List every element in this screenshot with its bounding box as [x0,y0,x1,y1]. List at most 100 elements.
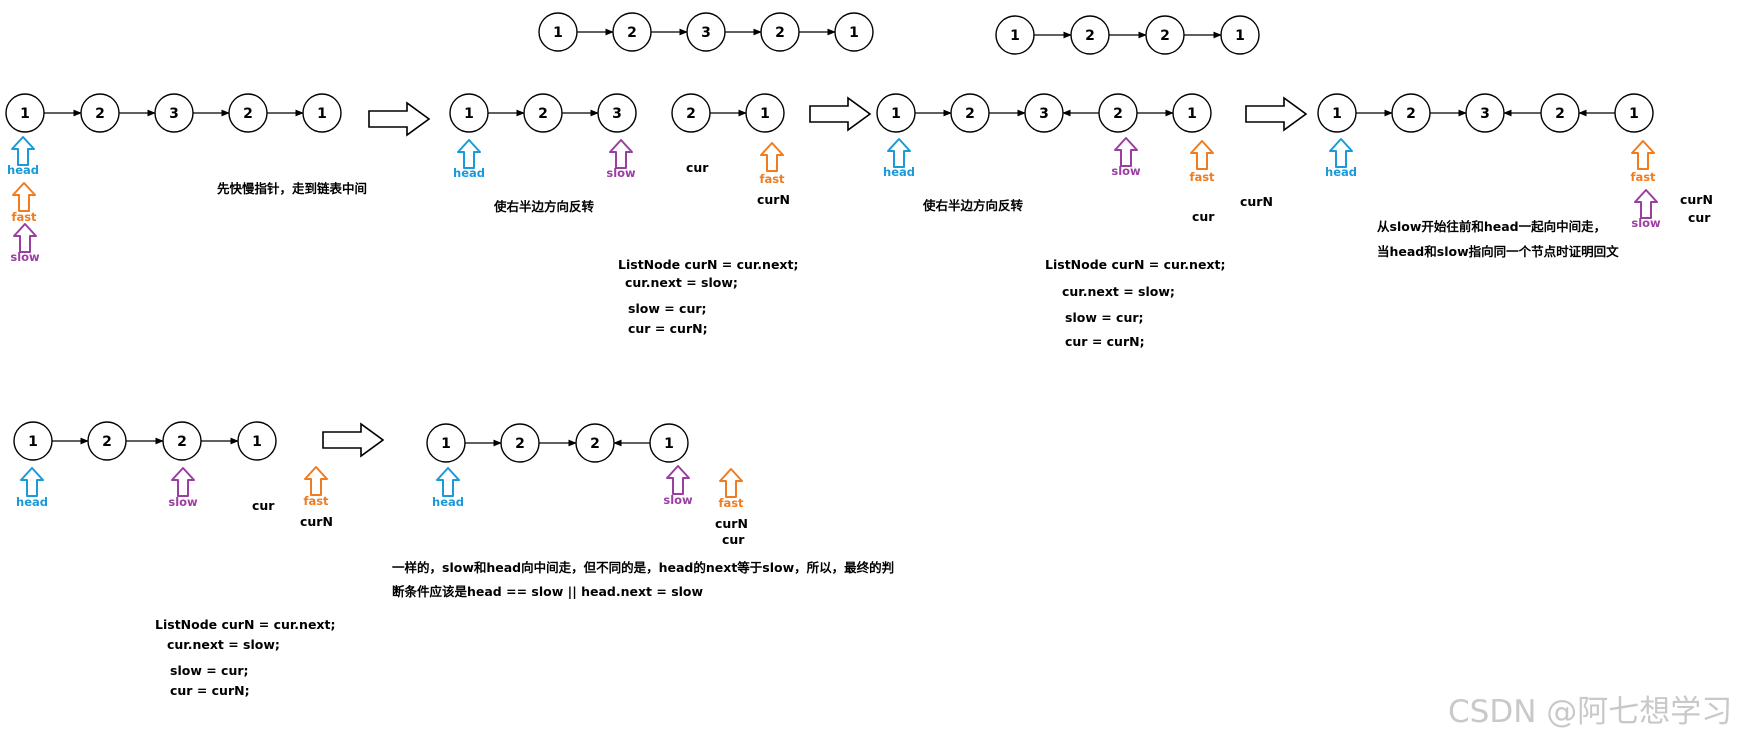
list-node: 1 [1614,93,1654,133]
pointer-up-arrow [457,139,481,169]
pointer-up-arrow [20,467,44,497]
list-node: 1 [302,93,342,133]
node-value: 1 [891,106,901,122]
list-node: 1 [426,423,466,463]
list-node: 3 [154,93,194,133]
list-node: 3 [1465,93,1505,133]
slow-label: slow [663,493,693,507]
node-value: 3 [1480,106,1490,122]
list-node: 1 [1317,93,1357,133]
list-node: 2 [523,93,563,133]
list-node: 2 [1391,93,1431,133]
node-value: 3 [1039,106,1049,122]
node-value: 2 [965,106,975,122]
code-line: cur = curN; [1065,334,1145,349]
pointer-up-arrow [887,138,911,168]
fast-label: fast [303,494,329,508]
node-value: 2 [590,436,600,452]
node-value: 1 [1235,28,1245,44]
fast-label: fast [1189,170,1215,184]
list-node: 1 [649,423,689,463]
code-line: slow = cur; [170,663,249,678]
pointer-up-arrow [171,467,195,497]
node-value: 2 [515,436,525,452]
fast-label: fast [1630,170,1656,184]
list-node: 2 [612,12,652,52]
transition-arrow [322,422,385,458]
linked-list: 1 2 2 1 [426,423,689,463]
list-node: 2 [1540,93,1580,133]
node-value: 1 [664,436,674,452]
list-node: 2 [162,421,202,461]
node-value: 2 [1085,28,1095,44]
node-value: 2 [1555,106,1565,122]
node-value: 1 [1332,106,1342,122]
list-node: 2 [760,12,800,52]
code-line: cur.next = slow; [625,275,738,290]
code-line: ListNode curN = cur.next; [155,617,336,632]
step3-caption: 使右半边方向反转 [923,198,1024,213]
code-line: ListNode curN = cur.next; [1045,257,1226,272]
node-value: 1 [464,106,474,122]
even-caption-line2: 断条件应该是head == slow || head.next = slow [392,584,704,599]
list-node: 2 [950,93,990,133]
list-node: 1 [995,15,1035,55]
code-line: cur.next = slow; [1062,284,1175,299]
cur-label: cur [252,498,275,513]
pointer-up-arrow [1329,138,1353,168]
list-node: 2 [500,423,540,463]
pointer-up-arrow [436,467,460,497]
curN-label: curN [1680,192,1713,207]
cur-label: cur [1192,209,1215,224]
pointer-up-arrow [12,182,36,212]
list-node: 1 [745,93,785,133]
pointer-up-arrow [719,468,743,498]
pointer-up-arrow [1634,189,1658,219]
node-value: 1 [1629,106,1639,122]
slow-label: slow [1111,164,1141,178]
head-label: head [16,495,48,509]
curN-label: curN [300,514,333,529]
linked-list: 1 2 3 2 1 [1317,93,1654,133]
node-value: 3 [701,25,711,41]
head-label: head [7,163,39,177]
list-node: 1 [237,421,277,461]
cur-label: cur [722,532,745,547]
node-value: 1 [553,25,563,41]
slow-label: slow [606,166,636,180]
cur-label: cur [686,160,709,175]
code-line: ListNode curN = cur.next; [618,257,799,272]
head-label: head [1325,165,1357,179]
cur-label: cur [1688,210,1711,225]
head-label: head [453,166,485,180]
list-node: 3 [686,12,726,52]
pointer-up-arrow [666,465,690,495]
curN-label: curN [1240,194,1273,209]
node-value: 2 [1113,106,1123,122]
even-caption-line1: 一样的，slow和head向中间走，但不同的是，head的next等于slow，… [392,560,895,575]
head-label: head [883,165,915,179]
list-node: 1 [876,93,916,133]
node-value: 2 [243,106,253,122]
node-value: 3 [612,106,622,122]
pointer-up-arrow [760,142,784,172]
list-node: 1 [449,93,489,133]
list-node: 3 [1024,93,1064,133]
linked-list: 1 2 3 2 1 [876,93,1212,133]
node-value: 3 [169,106,179,122]
node-value: 1 [252,434,262,450]
node-value: 2 [102,434,112,450]
list-node: 2 [1070,15,1110,55]
list-node: 1 [1172,93,1212,133]
list-node: 2 [575,423,615,463]
code-line: cur.next = slow; [167,637,280,652]
node-value: 2 [775,25,785,41]
step4-caption-line1: 从slow开始往前和head一起向中间走， [1377,219,1607,234]
code-line: slow = cur; [628,301,707,316]
pointer-up-arrow [609,139,633,169]
transition-arrow [1245,96,1308,132]
